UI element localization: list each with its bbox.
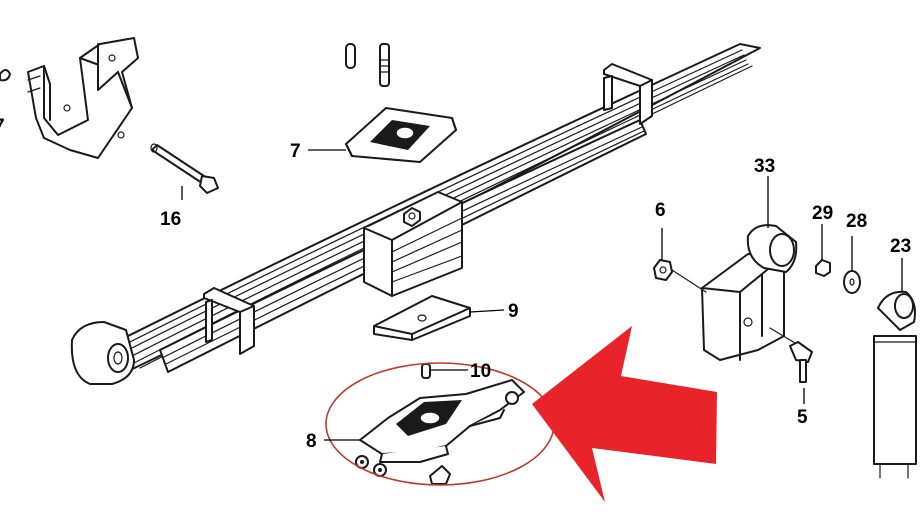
leaf-spring	[70, 43, 761, 385]
washer-part-28	[843, 270, 861, 294]
callout-29: 29	[812, 203, 833, 224]
callout-33: 33	[754, 156, 775, 177]
nut-part-6	[653, 259, 673, 281]
callout-6: 6	[655, 200, 666, 221]
callout-16: 16	[160, 209, 181, 230]
callout-5: 5	[797, 407, 808, 428]
nut-part-29	[815, 259, 831, 277]
u-bolt-pins	[345, 43, 390, 87]
equalizer-bracket-part-8	[355, 379, 525, 485]
plate-part-9	[373, 295, 471, 341]
bolt-part-16	[150, 143, 219, 194]
hanger-bracket-left	[0, 37, 139, 159]
callout-10: 10	[470, 361, 491, 382]
hanger-bracket-part-33	[671, 224, 801, 361]
spring-pad-part-7	[345, 107, 457, 163]
bushing-part-10	[421, 363, 431, 379]
callout-7-left: 7	[0, 116, 5, 137]
shock-absorber-part-23	[873, 290, 917, 479]
callout-9: 9	[508, 301, 519, 322]
callout-28: 28	[846, 211, 867, 232]
callout-23: 23	[890, 236, 911, 257]
leader-lines	[181, 149, 903, 441]
callout-8: 8	[306, 431, 317, 452]
bolt-part-5	[789, 341, 813, 383]
red-pointer-arrow	[532, 326, 717, 502]
callout-7: 7	[290, 141, 301, 162]
